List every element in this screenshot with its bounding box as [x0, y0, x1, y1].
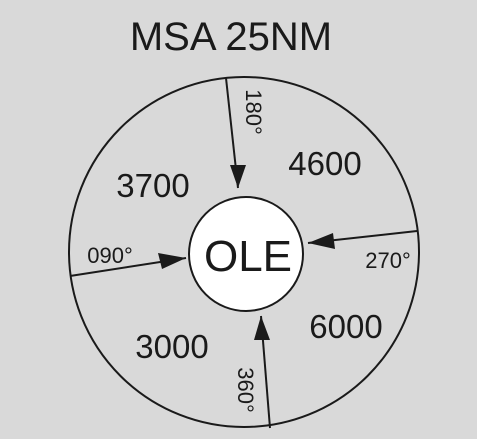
arrowhead-east: [308, 233, 335, 249]
arrowhead-north: [230, 165, 246, 188]
bearing-label-north: 180°: [241, 89, 266, 135]
sector-altitude-sw: 3000: [135, 328, 208, 365]
bearing-label-west: 090°: [87, 243, 133, 268]
fix-label: OLE: [204, 232, 292, 281]
arrowhead-south: [254, 316, 270, 340]
arrowhead-west: [158, 253, 186, 269]
sector-altitude-se: 6000: [309, 308, 382, 345]
sector-altitude-ne: 4600: [288, 145, 361, 182]
bearing-label-south: 360°: [233, 367, 258, 413]
msa-outer-circle: [68, 76, 420, 428]
bearing-label-east: 270°: [365, 248, 411, 273]
fix-circle: [188, 196, 304, 312]
diagram-title: MSA 25NM: [130, 15, 332, 59]
sector-altitude-nw: 3700: [116, 167, 189, 204]
